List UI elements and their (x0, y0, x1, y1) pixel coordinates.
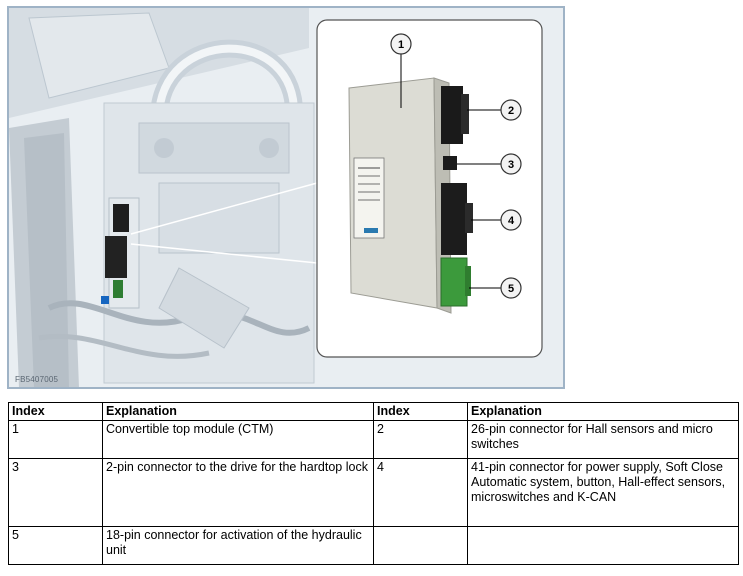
index-cell: 4 (373, 458, 468, 528)
explanation-cell: 41-pin connector for power supply, Soft … (467, 458, 739, 528)
index-cell: 1 (8, 420, 103, 460)
index-cell: 2 (373, 420, 468, 460)
parts-table: Index Explanation Index Explanation 1 Co… (8, 401, 739, 565)
index-cell: 3 (8, 458, 103, 528)
svg-text:4: 4 (508, 215, 515, 227)
table-header-row: Index Explanation Index Explanation (8, 401, 739, 422)
explanation-cell: Convertible top module (CTM) (102, 420, 374, 460)
figure-code: FB5407005 (15, 375, 59, 384)
header-index-1: Index (8, 401, 103, 422)
header-explanation-2: Explanation (467, 401, 739, 422)
header-explanation-1: Explanation (102, 401, 374, 422)
svg-text:3: 3 (508, 159, 514, 171)
explanation-cell (467, 526, 739, 565)
car-interior-illustration: 1 2 3 4 5 (9, 8, 563, 387)
svg-text:1: 1 (398, 39, 404, 51)
index-cell (373, 526, 468, 565)
explanation-cell: 26-pin connector for Hall sensors and mi… (467, 420, 739, 460)
table-row: 3 2-pin connector to the drive for the h… (8, 458, 739, 528)
table-row: 1 Convertible top module (CTM) 2 26-pin … (8, 420, 739, 460)
header-index-2: Index (373, 401, 468, 422)
explanation-cell: 18-pin connector for activation of the h… (102, 526, 374, 565)
svg-text:2: 2 (508, 105, 514, 117)
callout-4: 4 (500, 209, 522, 231)
index-cell: 5 (8, 526, 103, 565)
callout-5: 5 (500, 277, 522, 299)
callout-3: 3 (500, 153, 522, 175)
svg-text:5: 5 (508, 283, 514, 295)
callout-1: 1 (390, 33, 412, 55)
component-illustration: 1 2 3 4 5 FB5407005 (7, 6, 565, 389)
explanation-cell: 2-pin connector to the drive for the har… (102, 458, 374, 528)
callout-2: 2 (500, 99, 522, 121)
table-row: 5 18-pin connector for activation of the… (8, 526, 739, 565)
